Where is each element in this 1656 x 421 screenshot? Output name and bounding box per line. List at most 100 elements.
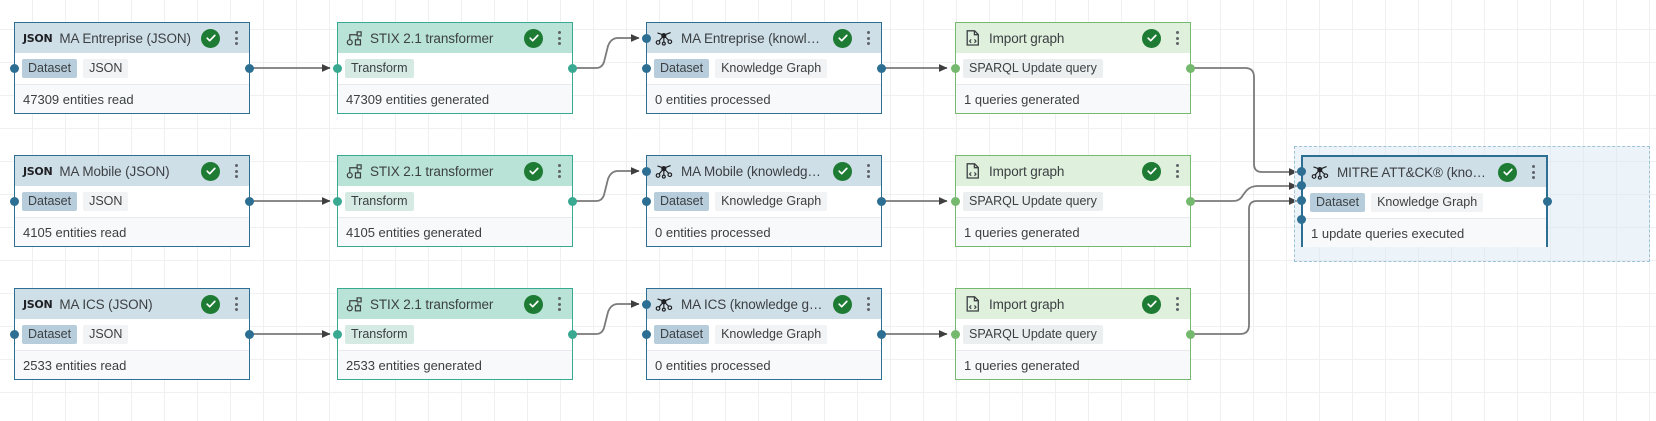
port-out-transformer-ics[interactable] [568,330,577,339]
json-icon: JSON [23,164,53,178]
node-header: STIX 2.1 transformer [338,23,572,53]
port-in-import-mobile[interactable] [951,197,960,206]
status-ok-icon [201,161,220,181]
node-transformer-ics[interactable]: STIX 2.1 transformer Transform 2533 enti… [337,288,573,380]
port-in-kg-mitre-2[interactable] [1297,181,1306,190]
port-out-json-enterprise[interactable] [245,64,254,73]
chip-query: SPARQL Update query [963,192,1103,211]
port-in-kg-ics-top[interactable] [642,300,651,309]
node-status-text: 2533 entities generated [338,350,572,379]
port-out-transformer-mobile[interactable] [568,197,577,206]
node-title: MA Entreprise (knowle… [681,30,826,46]
chip-format: Knowledge Graph [1371,193,1484,212]
port-out-kg-enterprise[interactable] [877,64,886,73]
node-kg-ics[interactable]: MA ICS (knowledge gr… Dataset Knowledge … [646,288,882,380]
node-menu-button[interactable] [861,161,875,181]
node-header: MA ICS (knowledge gr… [647,289,881,319]
node-import-ics[interactable]: Import graph SPARQL Update query 1 queri… [955,288,1191,380]
node-title: STIX 2.1 transformer [370,30,494,46]
node-menu-button[interactable] [861,294,875,314]
node-json-mobile[interactable]: JSON MA Mobile (JSON) Dataset JSON 4105 … [14,155,250,247]
status-ok-icon [833,294,852,314]
node-title: MA ICS (JSON) [59,296,153,312]
import-graph-icon [964,29,982,47]
port-out-import-mobile[interactable] [1186,197,1195,206]
chip-format: Knowledge Graph [715,59,828,78]
port-out-transformer-enterprise[interactable] [568,64,577,73]
port-in-kg-mitre-4[interactable] [1297,215,1306,224]
node-kg-enterprise[interactable]: MA Entreprise (knowle… Dataset Knowledge… [646,22,882,114]
node-header: JSON MA Entreprise (JSON) [15,23,249,53]
node-transformer-enterprise[interactable]: STIX 2.1 transformer Transform 47309 ent… [337,22,573,114]
knowledge-graph-icon [655,295,674,314]
port-in-kg-mobile-bottom[interactable] [642,197,651,206]
node-status-text: 1 queries generated [956,84,1190,113]
node-menu-button[interactable] [1170,294,1184,314]
node-title: STIX 2.1 transformer [370,296,494,312]
port-in-transformer-mobile[interactable] [333,197,342,206]
node-json-enterprise[interactable]: JSON MA Entreprise (JSON) Dataset JSON 4… [14,22,250,114]
port-out-kg-mitre[interactable] [1543,197,1552,206]
chip-type: Transform [345,192,414,211]
port-out-import-enterprise[interactable] [1186,64,1195,73]
node-import-enterprise[interactable]: Import graph SPARQL Update query 1 queri… [955,22,1191,114]
node-json-ics[interactable]: JSON MA ICS (JSON) Dataset JSON 2533 ent… [14,288,250,380]
chip-type: Dataset [22,192,78,211]
port-in-json-ics[interactable] [10,330,19,339]
port-in-kg-mitre-1[interactable] [1297,167,1306,176]
node-menu-button[interactable] [861,28,875,48]
node-menu-button[interactable] [229,294,243,314]
chip-format: JSON [83,59,129,78]
node-kg-mobile[interactable]: MA Mobile (knowledg… Dataset Knowledge G… [646,155,882,247]
transformer-icon [346,30,363,47]
port-out-kg-ics[interactable] [877,330,886,339]
status-ok-icon [833,28,852,48]
node-menu-button[interactable] [552,294,566,314]
port-in-transformer-enterprise[interactable] [333,64,342,73]
chip-type: Transform [345,59,414,78]
port-in-json-enterprise[interactable] [10,64,19,73]
status-ok-icon [201,28,220,48]
node-status-text: 2533 entities read [15,350,249,379]
node-menu-button[interactable] [229,161,243,181]
node-body: Dataset JSON [15,53,249,84]
port-in-kg-mobile-top[interactable] [642,167,651,176]
node-menu-button[interactable] [229,28,243,48]
port-in-kg-enterprise-bottom[interactable] [642,64,651,73]
node-menu-button[interactable] [1170,28,1184,48]
node-menu-button[interactable] [1526,162,1540,182]
transformer-icon [346,163,363,180]
port-in-kg-mitre-3[interactable] [1297,196,1306,205]
node-header: MA Entreprise (knowle… [647,23,881,53]
node-header: STIX 2.1 transformer [338,289,572,319]
node-title: Import graph [989,296,1065,312]
port-out-json-mobile[interactable] [245,197,254,206]
port-out-import-ics[interactable] [1186,330,1195,339]
port-in-kg-enterprise-top[interactable] [642,34,651,43]
node-import-mobile[interactable]: Import graph SPARQL Update query 1 queri… [955,155,1191,247]
port-in-import-enterprise[interactable] [951,64,960,73]
node-body: Dataset JSON [15,186,249,217]
node-status-text: 4105 entities read [15,217,249,246]
node-body: Dataset JSON [15,319,249,350]
port-out-kg-mobile[interactable] [877,197,886,206]
node-status-text: 1 queries generated [956,217,1190,246]
node-menu-button[interactable] [552,161,566,181]
node-kg-mitre[interactable]: MITRE ATT&CK® (kno… Dataset Knowledge Gr… [1301,155,1548,247]
port-in-import-ics[interactable] [951,330,960,339]
port-in-transformer-ics[interactable] [333,330,342,339]
import-graph-icon [964,295,982,313]
node-title: MA Entreprise (JSON) [59,30,191,46]
node-body: Transform [338,319,572,350]
port-in-json-mobile[interactable] [10,197,19,206]
node-menu-button[interactable] [1170,161,1184,181]
port-in-kg-ics-bottom[interactable] [642,330,651,339]
port-out-json-ics[interactable] [245,330,254,339]
chip-query: SPARQL Update query [963,325,1103,344]
node-header: MITRE ATT&CK® (kno… [1303,157,1546,187]
node-transformer-mobile[interactable]: STIX 2.1 transformer Transform 4105 enti… [337,155,573,247]
node-status-text: 47309 entities generated [338,84,572,113]
import-graph-icon [964,162,982,180]
node-menu-button[interactable] [552,28,566,48]
